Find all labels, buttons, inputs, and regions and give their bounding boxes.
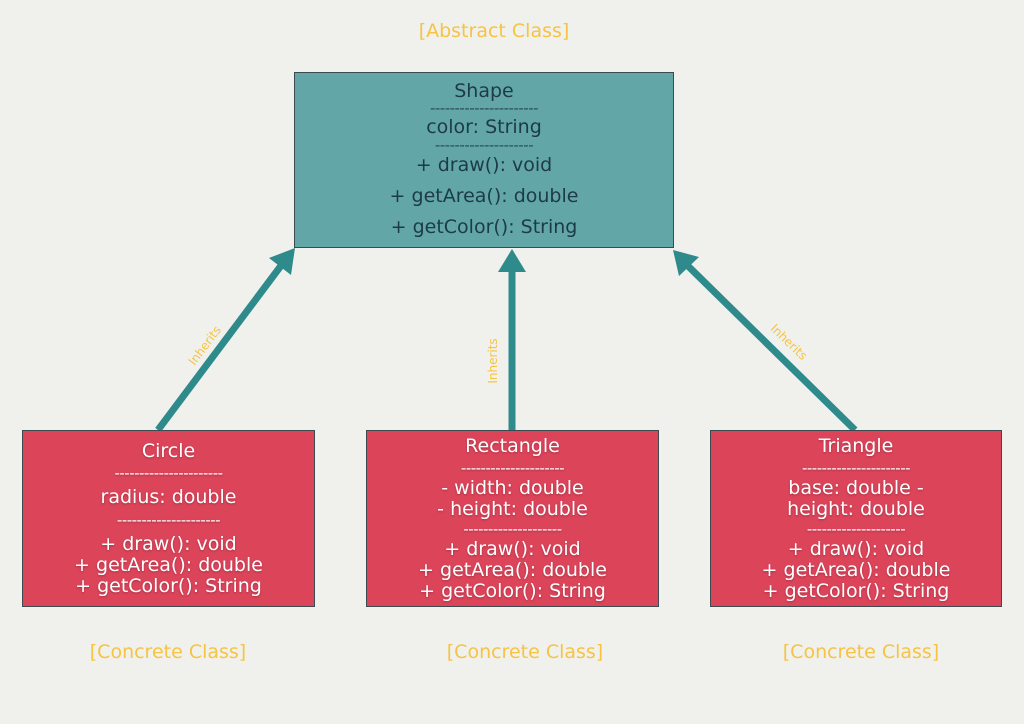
inherit-line-circle: [155, 260, 286, 433]
separator-rectangle-1: ---------------------: [460, 458, 565, 477]
method-shape-getarea: + getArea(): double: [389, 184, 579, 207]
method-rectangle-getarea: + getArea(): double: [418, 558, 607, 581]
method-rectangle-draw: + draw(): void: [444, 537, 581, 560]
concrete-stereotype-rectangle: [Concrete Class]: [446, 641, 604, 663]
edge-label-rectangle: Inherits: [486, 338, 500, 383]
method-shape-getcolor: + getColor(): String: [390, 215, 578, 238]
inherit-arrow-circle: Inherits: [155, 248, 295, 433]
concrete-stereotype-circle: [Concrete Class]: [89, 641, 247, 663]
separator-shape-1: ----------------------: [429, 98, 539, 117]
separator-triangle-1: ----------------------: [801, 458, 911, 477]
class-box-circle[interactable]: Circle ---------------------- radius: do…: [22, 430, 315, 607]
arrowhead-triangle: [673, 250, 699, 276]
attribute-shape-color: color: String: [426, 115, 542, 138]
class-box-shape[interactable]: Shape ---------------------- color: Stri…: [294, 72, 674, 248]
separator-circle-1: ----------------------: [114, 463, 223, 482]
class-name-rectangle: Rectangle: [465, 434, 560, 457]
method-rectangle-getcolor: + getColor(): String: [419, 579, 606, 602]
attribute-triangle-base: base: double -: [788, 476, 924, 499]
class-name-circle: Circle: [141, 439, 196, 462]
separator-circle-2: ---------------------: [116, 510, 221, 529]
inherit-line-triangle: [684, 262, 858, 433]
attribute-triangle-height: height: double: [787, 497, 925, 520]
edge-label-triangle: Inherits: [768, 321, 810, 363]
arrowhead-rectangle: [498, 249, 526, 272]
class-box-rectangle[interactable]: Rectangle --------------------- - width:…: [366, 430, 659, 607]
method-circle-getarea: + getArea(): double: [74, 553, 263, 576]
inherit-arrow-triangle: Inherits: [673, 250, 858, 433]
concrete-stereotype-triangle: [Concrete Class]: [782, 641, 940, 663]
attribute-rectangle-width: - width: double: [441, 476, 584, 499]
method-circle-draw: + draw(): void: [100, 532, 237, 555]
class-name-shape: Shape: [454, 79, 514, 102]
inherit-arrow-rectangle: Inherits: [486, 249, 526, 430]
attribute-circle-radius: radius: double: [100, 485, 237, 508]
method-triangle-getcolor: + getColor(): String: [762, 579, 950, 602]
method-shape-draw: + draw(): void: [415, 153, 553, 176]
abstract-stereotype-label: [Abstract Class]: [418, 20, 570, 42]
class-name-triangle: Triangle: [818, 434, 894, 457]
separator-shape-2: --------------------: [434, 135, 534, 154]
separator-triangle-2: --------------------: [806, 519, 906, 538]
method-triangle-draw: + draw(): void: [787, 537, 925, 560]
arrowhead-circle: [269, 248, 295, 275]
separator-rectangle-2: --------------------: [463, 519, 562, 538]
attribute-rectangle-height: - height: double: [437, 497, 588, 520]
class-box-triangle[interactable]: Triangle ---------------------- base: do…: [710, 430, 1002, 607]
method-circle-getcolor: + getColor(): String: [75, 574, 262, 597]
method-triangle-getarea: + getArea(): double: [761, 558, 951, 581]
